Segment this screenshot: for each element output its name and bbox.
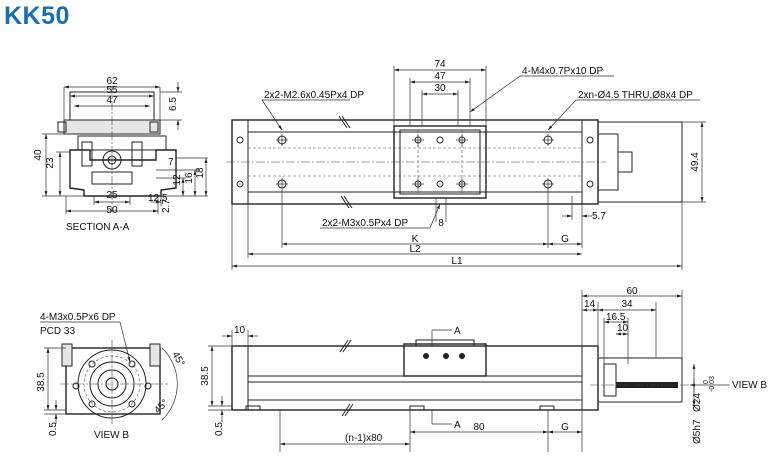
dim-47-top: 47 <box>434 71 446 82</box>
dim-7: 7 <box>168 157 174 168</box>
dim-62: 62 <box>106 76 118 87</box>
dim-34: 34 <box>621 299 633 310</box>
dim-8: 8 <box>438 218 444 229</box>
dim-23: 23 <box>45 157 56 169</box>
dim-16: 16 <box>184 172 195 184</box>
dim-g-side: G <box>561 422 569 433</box>
view-b-arrow-label: VIEW B <box>732 380 767 391</box>
callout-m2-6: 2x2-M2.6x0.45Px4 DP <box>264 90 364 101</box>
dim-10-b: 10 <box>617 323 629 334</box>
dim-12-5: 12.5 <box>148 193 168 204</box>
section-mark-a-top: A <box>454 326 461 337</box>
dim-49-4: 49.4 <box>690 152 701 172</box>
callout-m3: 2x2-M3x0.5Px4 DP <box>322 218 408 229</box>
dim-60: 60 <box>626 286 638 297</box>
section-aa-view: 62 55 47 6.5 40 23 18 16 12 7 25 <box>33 76 208 233</box>
dim-spigot: Ø24 <box>692 393 703 412</box>
dim-55: 55 <box>106 85 118 96</box>
dim-tol-lo: -0.03 <box>709 376 716 392</box>
dim-5-7: 5.7 <box>592 211 606 222</box>
page-title: KK50 <box>4 2 70 30</box>
view-b: 45° 45° 4-M3x0.5Px6 DP PCD 33 38.5 0.5 V… <box>36 312 186 441</box>
angle-45-a: 45° <box>169 350 186 369</box>
dim-2-7: 2.7 <box>161 199 172 213</box>
dim-g-top: G <box>561 234 569 245</box>
section-mark-a-bottom: A <box>454 420 461 431</box>
dim-l2: L2 <box>409 244 421 255</box>
section-aa-label: SECTION A-A <box>66 222 130 233</box>
dim-40: 40 <box>33 149 44 161</box>
dim-50: 50 <box>106 205 118 216</box>
dim-12: 12 <box>172 174 183 186</box>
dim-10: 10 <box>234 325 246 336</box>
side-dim-38-5: 38.5 <box>200 366 211 386</box>
dim-30: 30 <box>434 83 446 94</box>
side-dim-0-5: 0.5 <box>214 422 225 436</box>
dim-25: 25 <box>106 190 118 201</box>
callout-m4: 4-M4x0.7Px10 DP <box>522 66 603 77</box>
dim-l1: L1 <box>451 256 463 267</box>
viewb-dim-0-5: 0.5 <box>48 422 59 436</box>
callout-thru: 2xn-Ø4.5 THRU,Ø8x4 DP <box>578 90 693 101</box>
dim-74: 74 <box>434 59 446 70</box>
dim-16-5: 16.5 <box>606 312 626 323</box>
viewb-dim-38-5: 38.5 <box>36 372 47 392</box>
view-b-label: VIEW B <box>94 430 129 441</box>
dim-shaft: Ø5h7 <box>692 419 703 444</box>
dim-tol-hi: 0 <box>703 380 710 384</box>
side-view: A A 10 38.5 0.5 60 14 34 16.5 10 <box>200 286 767 452</box>
dim-80: 80 <box>473 422 485 433</box>
viewb-callout-pcd: PCD 33 <box>40 326 75 337</box>
dim-n-1-x80: (n-1)x80 <box>345 433 383 444</box>
top-view: 74 47 30 4-M4x0.7Px10 DP 2x2-M2.6x0.45Px… <box>226 59 706 270</box>
dim-6-5: 6.5 <box>168 97 179 111</box>
dim-14: 14 <box>584 299 596 310</box>
dim-k: K <box>412 234 419 245</box>
dim-18: 18 <box>195 167 206 179</box>
dim-47: 47 <box>106 95 118 106</box>
viewb-callout-m3: 4-M3x0.5Px6 DP <box>40 312 116 323</box>
